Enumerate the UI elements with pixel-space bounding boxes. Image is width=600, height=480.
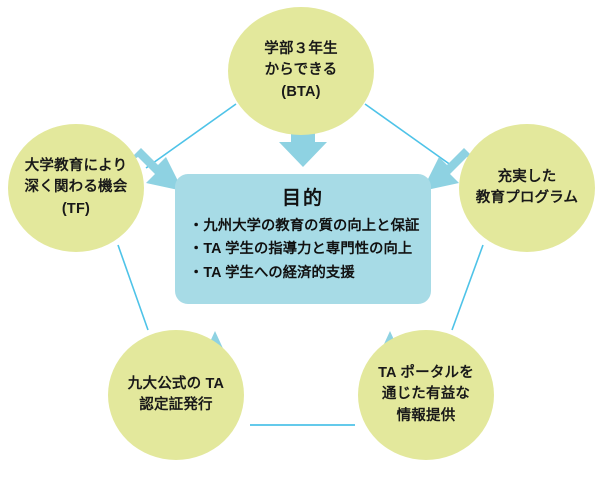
- node-top-line-1: 学部３年生: [264, 41, 338, 58]
- node-bottom-right-line-1: TA ポータルを: [378, 365, 474, 382]
- node-top[interactable]: 学部３年生 からできる (BTA): [228, 7, 374, 135]
- node-left-line-2: 深く関わる機会: [24, 179, 128, 196]
- node-bottom-left-line-1: 九大公式の TA: [127, 375, 225, 392]
- connector-line-right-bottomright: [451, 244, 484, 331]
- node-bottom-left-line-2: 認定証発行: [139, 397, 213, 413]
- center-bullet-item: TA 学生の指導力と専門性の向上: [189, 238, 431, 261]
- connector-line-left-bottomleft: [117, 244, 149, 331]
- center-purpose-box[interactable]: 目的 九州大学の教育の質の向上と保証 TA 学生の指導力と専門性の向上 TA 学…: [175, 174, 431, 304]
- center-bullet-item: 九州大学の教育の質の向上と保証: [189, 215, 431, 238]
- node-right[interactable]: 充実した 教育プログラム: [459, 124, 595, 252]
- arrow-right-to-center: [422, 148, 481, 191]
- node-right-line-1: 充実した: [497, 168, 557, 185]
- node-right-line-2: 教育プログラム: [475, 190, 579, 206]
- node-bottom-left[interactable]: 九大公式の TA 認定証発行: [108, 330, 244, 460]
- node-left-line-3: (TF): [61, 200, 91, 217]
- node-top-line-2: からできる: [264, 62, 338, 79]
- node-bottom-right-line-2: 通じた有益な: [381, 386, 471, 403]
- center-heading: 目的: [281, 188, 324, 209]
- arrow-left-to-center: [124, 148, 183, 191]
- connector-line-left-top: [145, 103, 237, 169]
- connector-line-top-right: [364, 103, 456, 169]
- center-bullet-item: TA 学生への経済的支援: [189, 262, 431, 285]
- node-left[interactable]: 大学教育により 深く関わる機会 (TF): [8, 124, 144, 252]
- node-top-line-3: (BTA): [281, 83, 321, 100]
- node-left-line-1: 大学教育により: [24, 158, 128, 175]
- center-bullet-list: 九州大学の教育の質の向上と保証 TA 学生の指導力と専門性の向上 TA 学生への…: [175, 215, 431, 285]
- node-bottom-right[interactable]: TA ポータルを 通じた有益な 情報提供: [358, 330, 494, 460]
- node-bottom-right-line-3: 情報提供: [396, 407, 456, 424]
